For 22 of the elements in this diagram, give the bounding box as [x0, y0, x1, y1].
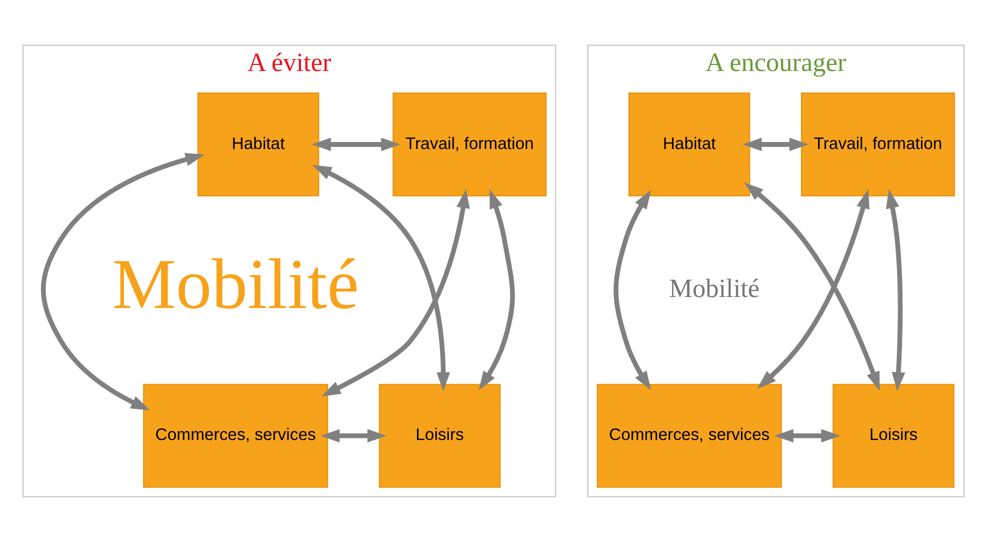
arrow	[478, 188, 515, 390]
arrow	[886, 188, 906, 391]
node-box: Commerces, services	[596, 383, 782, 488]
arrow	[614, 189, 652, 390]
arrow	[312, 164, 450, 391]
arrow	[742, 137, 809, 151]
arrow	[757, 188, 870, 388]
node-box: Habitat	[197, 92, 320, 196]
node-box: Habitat	[628, 92, 750, 196]
label: Mobilité	[112, 244, 359, 324]
arrow	[774, 428, 840, 442]
node-box: Travail, formation	[392, 92, 547, 196]
node-box: Loisirs	[378, 383, 501, 488]
node-box: Loisirs	[832, 383, 954, 488]
node-box: Travail, formation	[800, 92, 955, 196]
arrow	[321, 188, 470, 396]
label: Mobilité	[669, 273, 760, 302]
arrow	[320, 428, 387, 442]
arrow	[744, 182, 880, 390]
arrow	[40, 152, 205, 410]
arrow	[312, 137, 400, 151]
node-box: Commerces, services	[143, 383, 328, 488]
